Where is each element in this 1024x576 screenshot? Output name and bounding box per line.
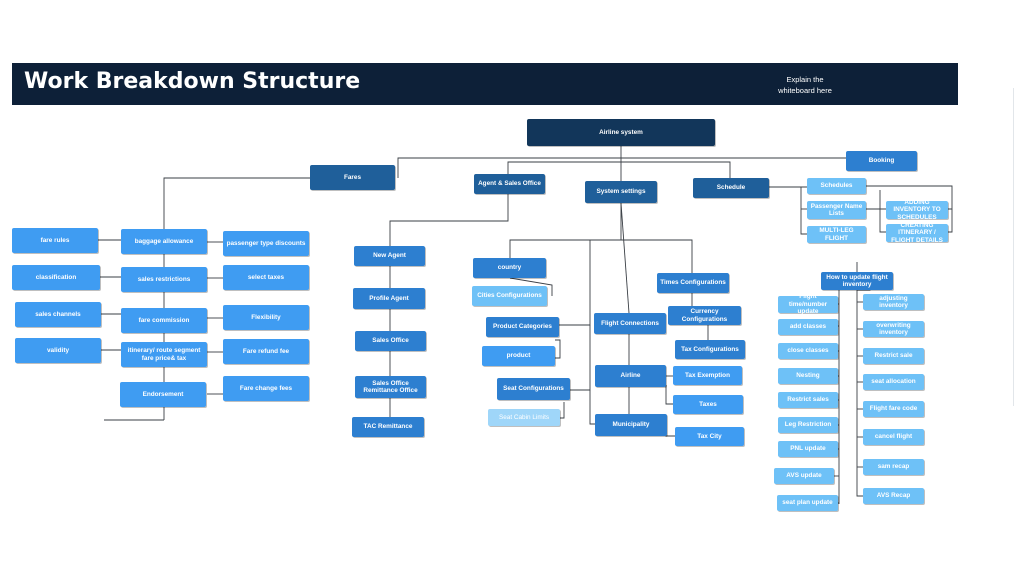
node-flight-connections[interactable]: Flight Connections xyxy=(594,313,666,334)
node-agent-sales-office[interactable]: Agent & Sales Office xyxy=(474,174,545,194)
node-leg-restriction[interactable]: Leg Restriction xyxy=(778,417,838,433)
node-avs-recap[interactable]: AVS Recap xyxy=(863,488,924,504)
connector xyxy=(397,157,855,178)
connector xyxy=(800,187,807,235)
node-pnl-update[interactable]: PNL update xyxy=(778,441,838,457)
node-validity[interactable]: validity xyxy=(15,338,101,363)
node-flight-fare-code[interactable]: Flight fare code xyxy=(863,401,924,417)
connector xyxy=(570,325,591,391)
right-divider xyxy=(1013,88,1014,406)
connector xyxy=(620,202,630,314)
connector xyxy=(621,239,693,273)
node-passenger-type-discounts[interactable]: passenger type discounts xyxy=(223,231,309,256)
node-itinerary-route-fare[interactable]: itinerary/ route segment fare price& tax xyxy=(121,342,207,367)
node-flexibility[interactable]: Flexibility xyxy=(223,305,309,330)
connector xyxy=(948,209,953,233)
explain-note: Explain the whiteboard here xyxy=(760,74,850,96)
connector xyxy=(163,177,310,198)
node-municipality[interactable]: Municipality xyxy=(595,414,667,436)
node-restrict-sales[interactable]: Restrict sales xyxy=(778,392,838,408)
node-product[interactable]: product xyxy=(482,346,555,366)
connector xyxy=(555,339,561,359)
node-product-categories[interactable]: Product Categories xyxy=(486,317,559,337)
node-adjusting-inventory[interactable]: adjusting inventory xyxy=(863,294,924,310)
connector xyxy=(879,190,886,210)
node-cancel-flight[interactable]: cancel flight xyxy=(863,429,924,445)
connector xyxy=(389,194,509,246)
connector xyxy=(866,208,886,233)
page-title: Work Breakdown Structure xyxy=(24,69,361,94)
node-tax-city[interactable]: Tax City xyxy=(675,427,744,446)
node-classification[interactable]: classification xyxy=(12,265,100,290)
node-seat-allocation[interactable]: seat allocation xyxy=(863,374,924,390)
connector xyxy=(589,390,595,425)
node-seat-configurations[interactable]: Seat Configurations xyxy=(497,378,570,400)
node-airline-system[interactable]: Airline system xyxy=(527,119,715,146)
node-overwriting-inventory[interactable]: overwriting inventory xyxy=(863,321,924,337)
node-schedule[interactable]: Schedule xyxy=(693,178,769,198)
node-tax-configurations[interactable]: Tax Configurations xyxy=(675,340,745,359)
node-add-classes[interactable]: add classes xyxy=(778,319,838,335)
connector xyxy=(509,203,622,258)
node-fare-commission[interactable]: fare commission xyxy=(121,308,207,333)
node-avs-update[interactable]: AVS update xyxy=(774,468,834,484)
node-country[interactable]: country xyxy=(473,258,546,278)
node-nesting[interactable]: Nesting xyxy=(778,368,838,384)
node-passenger-name-lists[interactable]: Passenger Name Lists xyxy=(807,201,866,219)
node-seat-plan-update[interactable]: seat plan update xyxy=(777,495,838,511)
connector xyxy=(665,385,673,405)
node-taxes[interactable]: Taxes xyxy=(673,395,743,414)
node-fare-rules[interactable]: fare rules xyxy=(12,228,98,253)
node-multi-leg-flight[interactable]: MULTI-LEG FLIGHT xyxy=(807,226,866,243)
node-times-configurations[interactable]: Times Configurations xyxy=(657,273,729,293)
node-endorsement[interactable]: Endorsement xyxy=(120,382,206,407)
node-fare-change-fees[interactable]: Fare change fees xyxy=(223,376,309,401)
node-baggage-allowance[interactable]: baggage allowance xyxy=(121,229,207,254)
node-profile-agent[interactable]: Profile Agent xyxy=(353,288,425,309)
node-schedules[interactable]: Schedules xyxy=(807,178,866,194)
explain-note-line-1: Explain the xyxy=(786,75,824,84)
connector xyxy=(509,277,553,296)
header-bar: Work Breakdown Structure Explain the whi… xyxy=(12,63,958,105)
node-sales-office-remittance[interactable]: Sales Office Remittance Office xyxy=(355,376,426,398)
node-sales-restrictions[interactable]: sales restrictions xyxy=(121,267,207,292)
node-seat-cabin-limits[interactable]: Seat Cabin Limits xyxy=(488,409,560,426)
node-restrict-sale[interactable]: Restrict sale xyxy=(863,348,924,364)
node-fare-refund-fee[interactable]: Fare refund fee xyxy=(223,339,309,364)
explain-note-line-2: whiteboard here xyxy=(778,86,832,95)
node-sam-recap[interactable]: sam recap xyxy=(863,459,924,475)
node-how-to-update[interactable]: How to update flight inventory xyxy=(821,272,893,290)
node-airline[interactable]: Airline xyxy=(595,365,666,387)
node-sales-channels[interactable]: sales channels xyxy=(15,302,101,327)
node-new-agent[interactable]: New Agent xyxy=(354,246,425,266)
node-fares[interactable]: Fares xyxy=(310,165,395,190)
node-system-settings[interactable]: System settings xyxy=(585,181,657,203)
node-creating-itinerary[interactable]: CREATING ITINERARY / FLIGHT DETAILS xyxy=(886,222,948,244)
connector xyxy=(560,402,565,419)
node-select-taxes[interactable]: select taxes xyxy=(223,265,309,290)
node-cities-configurations[interactable]: Cities Configurations xyxy=(472,286,547,306)
node-tax-exemption[interactable]: Tax Exemption xyxy=(673,366,742,385)
connector xyxy=(621,161,731,178)
connector xyxy=(665,424,675,437)
node-booking[interactable]: Booking xyxy=(846,151,917,171)
node-adding-inventory[interactable]: ADDING INVENTORY TO SCHEDULES xyxy=(886,199,948,221)
node-close-classes[interactable]: close classes xyxy=(778,343,838,359)
node-flight-time-number-update[interactable]: Flight time/number update xyxy=(778,293,838,315)
connector xyxy=(866,185,953,210)
connector xyxy=(559,240,591,326)
node-currency-configurations[interactable]: Currency Configurations xyxy=(668,306,741,325)
connector xyxy=(507,161,621,174)
node-sales-office[interactable]: Sales Office xyxy=(355,331,426,351)
node-tac-remittance[interactable]: TAC Remittance xyxy=(352,417,424,437)
